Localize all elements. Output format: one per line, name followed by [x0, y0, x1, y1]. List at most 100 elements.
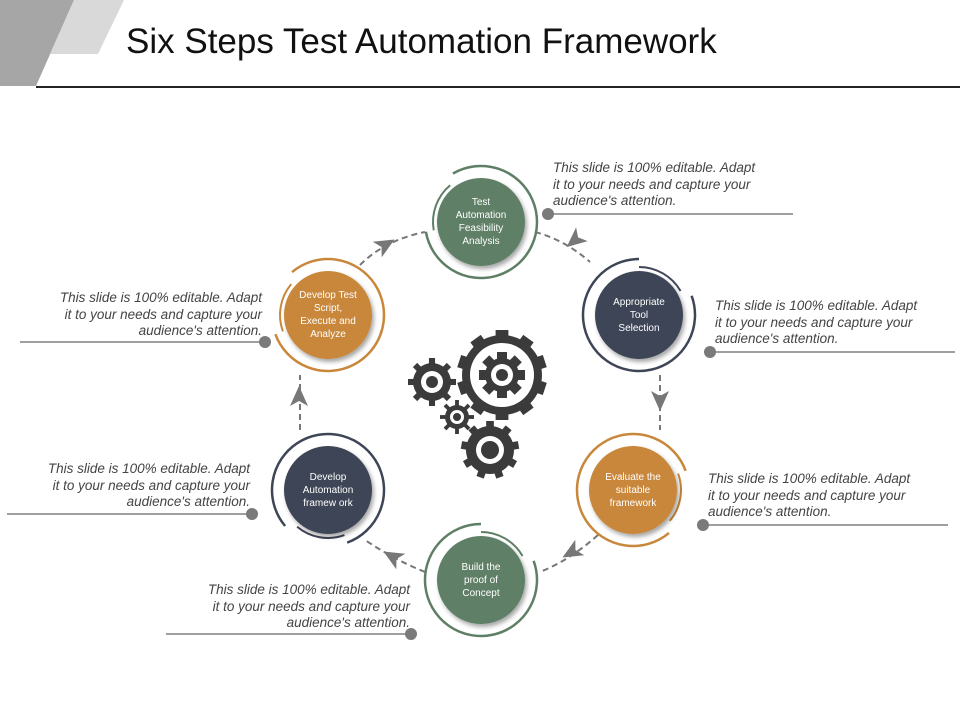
callout-line: This slide is 100% editable. Adapt — [708, 471, 911, 486]
callout-dot — [704, 346, 716, 358]
step-label-line: Analyze — [310, 329, 346, 340]
arrow-icon — [372, 239, 395, 258]
step-outer-ring — [270, 432, 386, 544]
step-label-line: Test — [471, 197, 491, 208]
arrow-icon — [566, 227, 588, 248]
step-circle — [595, 271, 683, 359]
step-label-line: suitable — [615, 484, 651, 496]
step-label-line: proof of — [464, 574, 498, 586]
step-node — [575, 432, 687, 548]
step-label-line: Automation — [302, 484, 354, 496]
small-gear-icon — [440, 400, 474, 434]
cycle-steps — [270, 164, 697, 638]
step-outer-ring — [575, 432, 687, 548]
callout-line: it to your needs and capture your — [715, 314, 913, 330]
arrow-icon — [562, 539, 585, 558]
step-label-line: Analysis — [462, 236, 500, 247]
step-node — [581, 257, 697, 373]
step-inner-ring — [668, 473, 682, 522]
callout-dot — [259, 336, 271, 348]
large-gear-icon — [457, 330, 547, 420]
step-label-line: Develop — [309, 471, 347, 483]
step-outer-ring — [274, 257, 386, 373]
callout-dot — [246, 508, 258, 520]
callout-line: audience's attention. — [286, 615, 410, 630]
step-label-line: Evaluate the — [605, 471, 661, 483]
header-stripe-light — [50, 0, 124, 54]
step-outer-ring — [424, 164, 539, 280]
header-decoration — [0, 0, 124, 86]
step-outer-ring — [423, 522, 539, 638]
step-circle — [589, 446, 677, 534]
callout-line: it to your needs and capture your — [708, 487, 906, 503]
bottom-gear-icon — [460, 421, 520, 479]
title-underline — [36, 86, 960, 88]
step-circle — [284, 446, 372, 534]
step-label-line: framew ork — [303, 497, 353, 509]
step-label-line: Script, — [313, 303, 343, 314]
callout-line: it to your needs and capture your — [64, 306, 262, 322]
step-label-line: Feasibility — [458, 223, 504, 234]
cycle-connectors — [290, 227, 669, 573]
callout-line: audience's attention. — [138, 323, 262, 338]
step-circle — [437, 178, 525, 266]
step-inner-ring — [279, 283, 293, 332]
step-label-line: Build the — [461, 561, 501, 573]
callout-line: audience's attention. — [715, 331, 839, 346]
step-inner-ring — [638, 266, 682, 292]
step-circle — [437, 536, 525, 624]
step-outer-ring — [581, 257, 697, 373]
slide-title: Six Steps Test Automation Framework — [126, 22, 717, 61]
gears-icon — [408, 330, 547, 479]
callout-leaders — [7, 208, 955, 640]
callout-dot — [405, 628, 417, 640]
callout-line: This slide is 100% editable. Adapt — [207, 582, 410, 597]
step-label-line: Execute and — [300, 316, 356, 327]
arrow-icon — [290, 386, 308, 406]
callout-line: it to your needs and capture your — [52, 477, 250, 493]
left-gear-icon — [408, 358, 456, 406]
callout-line: This slide is 100% editable. Adapt — [47, 461, 250, 476]
step-node — [424, 164, 539, 280]
callout-line: it to your needs and capture your — [553, 176, 751, 192]
connector-line — [534, 231, 591, 263]
step-label-line: Concept — [462, 587, 500, 599]
callout-line: This slide is 100% editable. Adapt — [715, 298, 918, 313]
step-node — [270, 432, 386, 544]
step-node — [274, 257, 386, 373]
connector-line — [359, 231, 426, 266]
step-label-line: Tool — [629, 309, 649, 321]
step-label-line: framework — [609, 497, 657, 509]
step-circle — [284, 271, 372, 359]
callout-line: audience's attention. — [553, 193, 677, 208]
step-inner-ring — [480, 531, 524, 557]
arrow-icon — [651, 391, 669, 411]
step-label-line: Automation — [455, 210, 507, 221]
callout-dot — [542, 208, 554, 220]
callout-line: This slide is 100% editable. Adapt — [553, 160, 756, 175]
header-stripe-dark — [0, 0, 74, 86]
callout-line: audience's attention. — [126, 494, 250, 509]
step-label-line: Appropriate — [613, 296, 665, 308]
arrow-icon — [383, 551, 406, 570]
callout-line: audience's attention. — [708, 504, 832, 519]
callout-dot — [697, 519, 709, 531]
callout-line: This slide is 100% editable. Adapt — [59, 290, 262, 305]
step-label-line: Develop Test — [299, 290, 357, 301]
step-inner-ring — [432, 184, 451, 231]
step-inner-ring — [296, 525, 345, 539]
step-node — [423, 522, 539, 638]
